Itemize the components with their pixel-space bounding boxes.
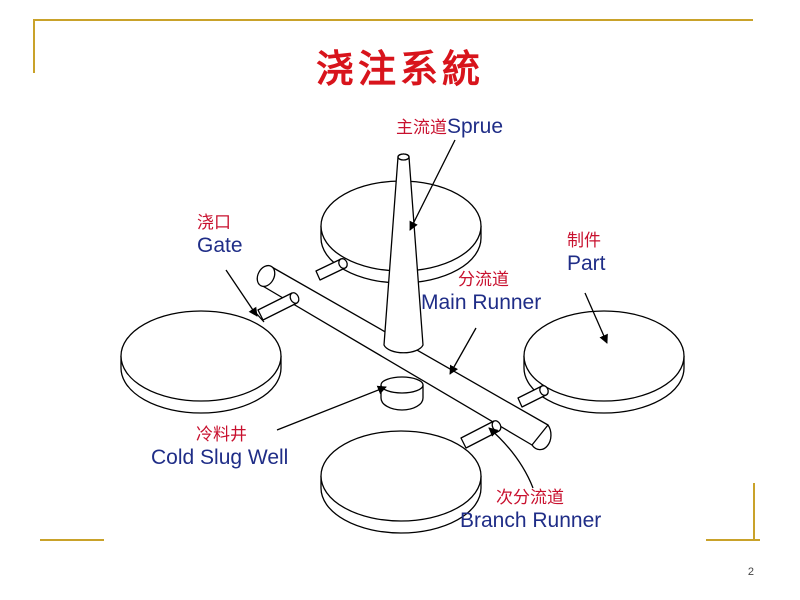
top-rule bbox=[33, 19, 753, 21]
gate-label: 浇口 Gate bbox=[197, 213, 243, 257]
page-number: 2 bbox=[747, 566, 754, 578]
part-arrow bbox=[584, 292, 608, 344]
right-rule bbox=[753, 483, 755, 541]
gate-arrow bbox=[225, 269, 258, 317]
part-disc-left bbox=[120, 310, 282, 414]
branch-runner-label: 次分流道 Branch Runner bbox=[460, 488, 602, 532]
left-rule bbox=[33, 19, 35, 73]
branch-runner-left bbox=[255, 292, 300, 323]
main-runner-label: 分流道 Main Runner bbox=[421, 270, 542, 314]
branch-runner-back bbox=[315, 258, 348, 281]
sprue-arrow bbox=[409, 139, 456, 231]
bottom-left-rule bbox=[40, 539, 104, 541]
cold-slug-well-shape bbox=[380, 376, 424, 411]
part-disc-right bbox=[523, 310, 685, 414]
bottom-right-rule bbox=[706, 539, 760, 541]
sprue-cone bbox=[383, 153, 424, 354]
part-disc-front bbox=[320, 430, 482, 534]
branch-runner-arrow bbox=[488, 427, 534, 489]
branch-runner-right bbox=[517, 385, 549, 408]
sprue-label: 主流道Sprue bbox=[396, 115, 504, 138]
page-title: 浇注系統 bbox=[315, 46, 484, 91]
branch-runner-front bbox=[460, 420, 502, 449]
main-runner-arrow bbox=[449, 327, 477, 375]
part-label: 制件 Part bbox=[567, 231, 606, 275]
cold-slug-well-label: 冷料井 Cold Slug Well bbox=[151, 425, 289, 469]
cold-slug-well-arrow bbox=[276, 385, 387, 431]
